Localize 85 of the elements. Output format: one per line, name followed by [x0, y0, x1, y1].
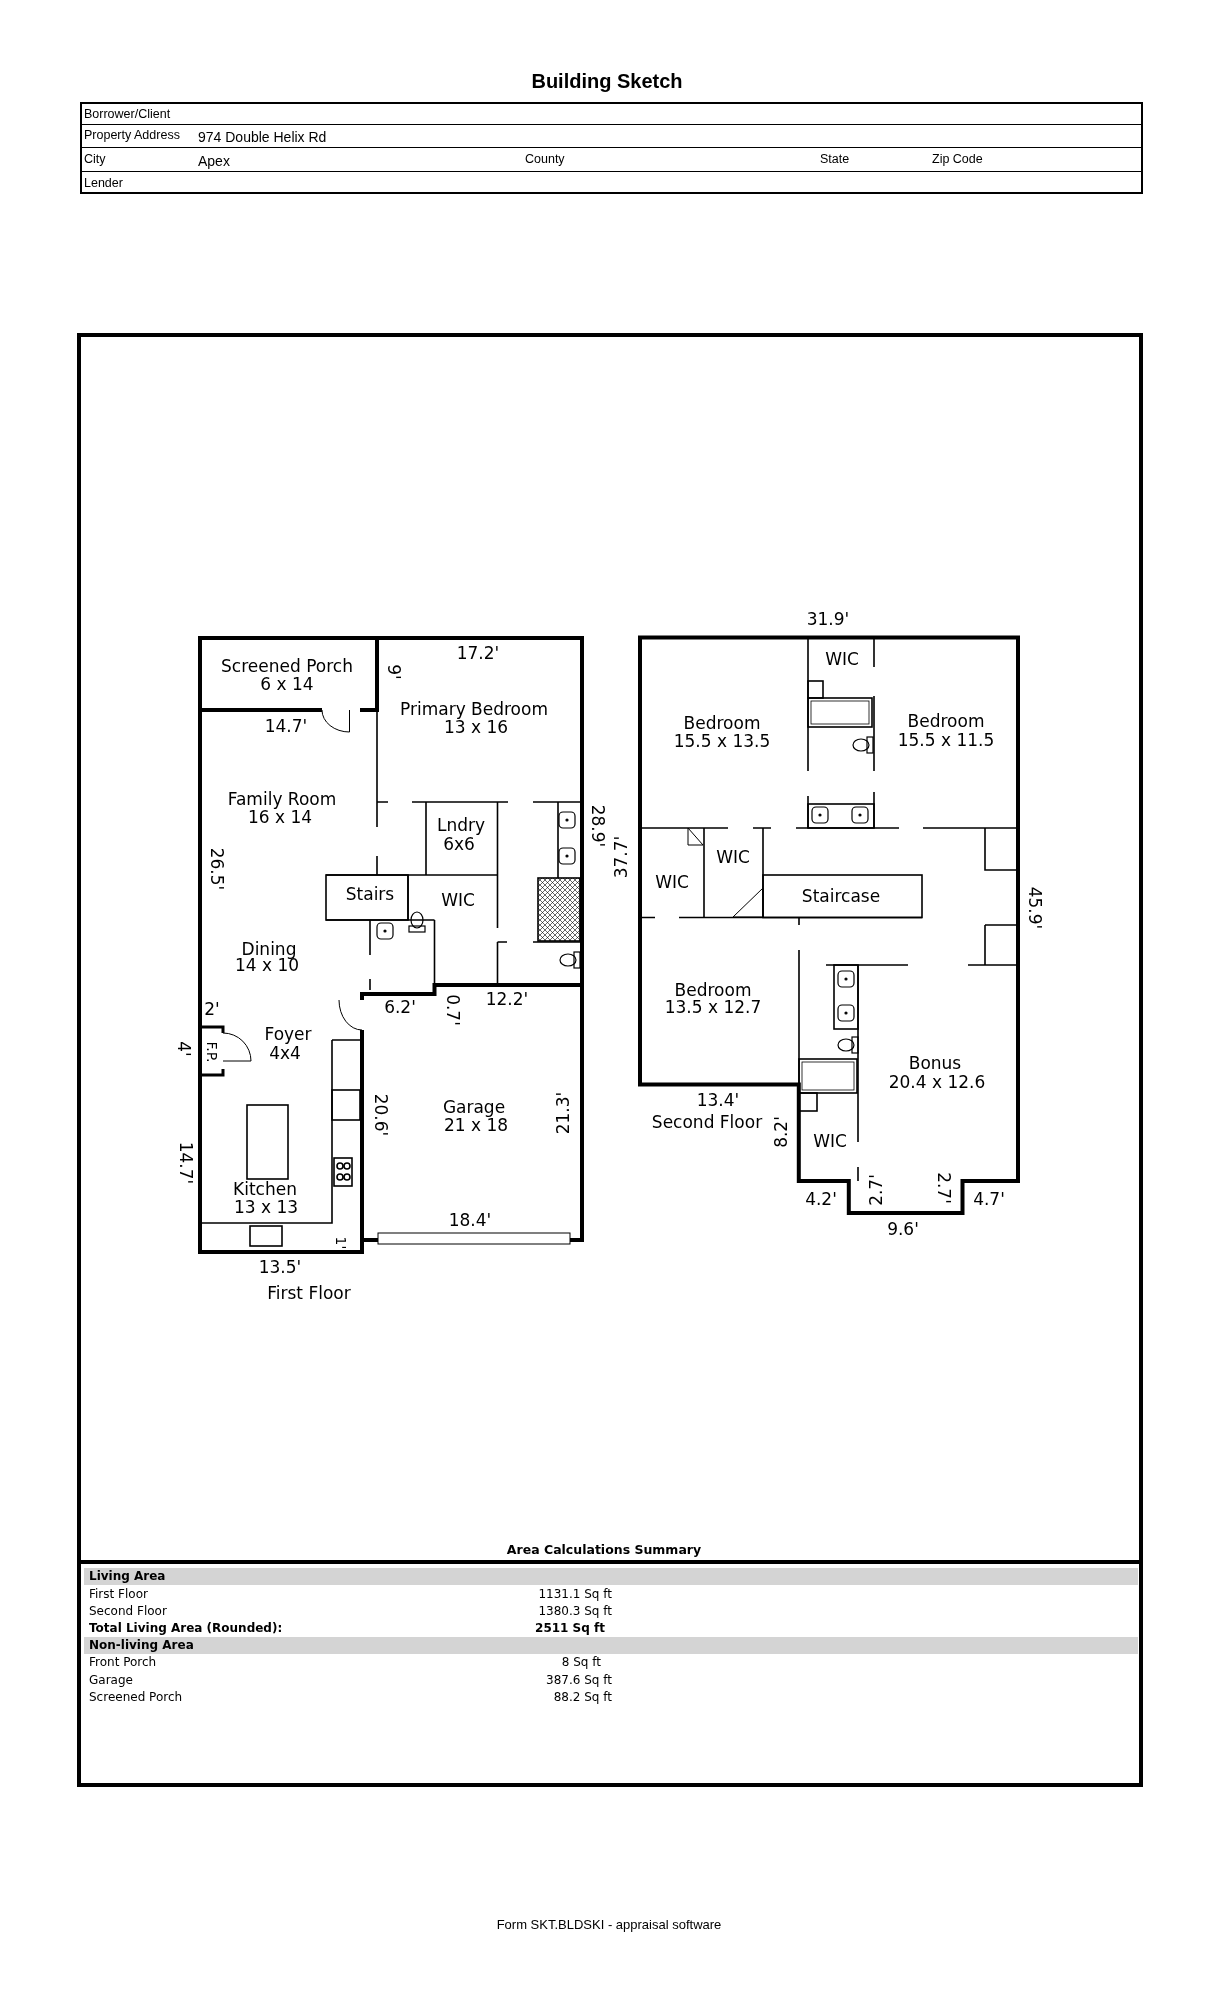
room-label: 16 x 14 — [247, 808, 313, 826]
form-field-label: Property Address — [84, 126, 180, 144]
summary-heading: Living Area — [89, 1568, 166, 1585]
dimension-label: 12.2' — [485, 990, 529, 1008]
summary-text: 88.2 Sq ft — [553, 1689, 612, 1706]
room-label: 20.4 x 12.6 — [888, 1073, 986, 1091]
dimension-label: 1' — [334, 1236, 348, 1250]
summary-text: First Floor — [89, 1586, 148, 1603]
dimension-label: 2.7' — [867, 1174, 885, 1206]
form-field-label: State — [820, 150, 850, 168]
room-label: 4x4 — [269, 1044, 301, 1062]
room-label: Stairs — [345, 885, 395, 903]
dimension-label: 28.9' — [588, 804, 606, 848]
room-label: Screened Porch — [221, 657, 353, 675]
footer-text: Form SKT.BLDSKI - appraisal software — [496, 1916, 722, 1935]
room-label: Garage — [442, 1098, 506, 1116]
room-label: WIC — [813, 1132, 847, 1150]
dimension-label: 21.3' — [554, 1091, 572, 1135]
dimension-label: 45.9' — [1025, 886, 1043, 930]
summary-heading: Non-living Area — [89, 1637, 194, 1654]
summary-text: Screened Porch — [89, 1689, 183, 1706]
dimension-label: 13.4' — [696, 1091, 740, 1109]
dimension-label: 4' — [174, 1041, 192, 1057]
room-label: 21 x 18 — [443, 1116, 509, 1134]
dimension-label: 17.2' — [456, 644, 500, 662]
room-label: 15.5 x 13.5 — [673, 732, 771, 750]
room-label: Lndry — [436, 816, 486, 834]
dimension-label: 31.9' — [806, 610, 850, 628]
room-label: Staircase — [801, 887, 881, 905]
dimension-label: 4.7' — [973, 1190, 1005, 1208]
dimension-label: 9' — [384, 664, 402, 680]
summary-text: 1131.1 Sq ft — [538, 1586, 612, 1603]
dimension-label: 37.7' — [612, 835, 630, 879]
room-label: Bonus — [908, 1054, 962, 1072]
form-field-value: Apex — [198, 151, 230, 171]
dimension-label: 0.7' — [443, 994, 461, 1026]
dimension-label: 2.7' — [934, 1172, 952, 1204]
form-field-value: 974 Double Helix Rd — [198, 127, 327, 147]
room-label: WIC — [441, 891, 475, 909]
dimension-label: 8.2' — [772, 1116, 790, 1148]
room-label: Foyer — [264, 1025, 312, 1043]
dimension-label: 26.5' — [207, 847, 225, 891]
floor-caption: First Floor — [267, 1284, 351, 1302]
page-title: Building Sketch — [530, 69, 684, 94]
summary-text: Garage — [89, 1672, 133, 1689]
dimension-label: 9.6' — [887, 1220, 919, 1238]
room-label: Primary Bedroom — [400, 700, 548, 718]
dimension-label: F.P. — [205, 1041, 219, 1063]
form-field-label: Lender — [84, 174, 123, 192]
summary-text: Front Porch — [89, 1654, 157, 1671]
form-field-label: County — [525, 150, 565, 168]
dimension-label: 14.7' — [176, 1141, 194, 1185]
summary-text: 8 Sq ft — [561, 1654, 601, 1671]
room-label: Bedroom — [907, 712, 985, 730]
dimension-label: 18.4' — [448, 1211, 492, 1229]
summary-heading: 2511 Sq ft — [535, 1620, 605, 1637]
dimension-label: 14.7' — [264, 717, 308, 735]
room-label: WIC — [825, 650, 859, 668]
room-label: Family Room — [227, 790, 337, 808]
summary-heading: Total Living Area (Rounded): — [89, 1620, 283, 1637]
room-label: 13 x 16 — [443, 718, 509, 736]
summary-text: Second Floor — [89, 1603, 167, 1620]
room-label: WIC — [716, 848, 750, 866]
room-label: Bedroom — [674, 981, 752, 999]
dimension-label: 4.2' — [805, 1190, 837, 1208]
summary-text: 1380.3 Sq ft — [538, 1603, 612, 1620]
room-label: 6 x 14 — [260, 675, 314, 693]
room-label: Bedroom — [683, 714, 761, 732]
dimension-label: 2' — [204, 1000, 220, 1018]
dimension-label: 13.5' — [258, 1258, 302, 1276]
room-label: 13.5 x 12.7 — [664, 998, 762, 1016]
dimension-label: 6.2' — [384, 998, 416, 1016]
floor-caption: Second Floor — [651, 1113, 763, 1131]
summary-text: 387.6 Sq ft — [546, 1672, 612, 1689]
room-label: Kitchen — [233, 1180, 297, 1198]
form-field-label: City — [84, 150, 106, 168]
room-label: 13 x 13 — [233, 1198, 299, 1216]
form-field-label: Zip Code — [932, 150, 983, 168]
form-field-label: Borrower/Client — [84, 105, 171, 123]
dimension-label: 20.6' — [371, 1093, 389, 1137]
room-label: WIC — [655, 873, 689, 891]
room-label: Dining — [241, 940, 297, 958]
summary-title: Area Calculations Summary — [506, 1540, 702, 1559]
room-label: 15.5 x 11.5 — [897, 731, 995, 749]
room-label: 6x6 — [443, 835, 475, 853]
